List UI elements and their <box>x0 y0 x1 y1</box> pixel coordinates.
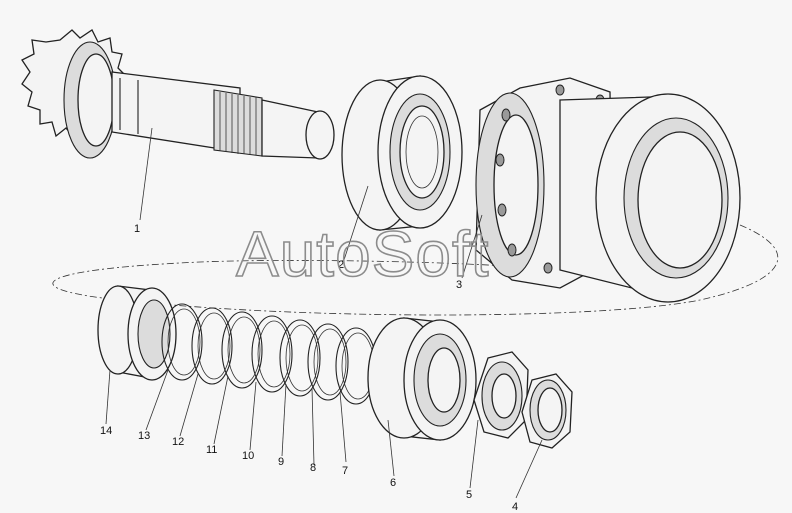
callout-14: 14 <box>100 425 112 437</box>
watermark-text: AutoSoft <box>236 218 490 290</box>
nut-bore <box>491 373 517 419</box>
callout-4: 4 <box>512 501 518 513</box>
gear-hub-inner <box>77 53 115 147</box>
leader-lines <box>105 127 543 499</box>
callout-7: 7 <box>342 465 348 477</box>
bearing-bore <box>405 115 439 189</box>
callout-6: 6 <box>390 477 396 489</box>
shaft-end-face <box>305 110 335 160</box>
callout-12: 12 <box>172 436 184 448</box>
callout-9: 9 <box>278 456 284 468</box>
roller-bearing-bore <box>427 347 461 413</box>
part-6-roller-bearing <box>367 317 477 441</box>
callout-8: 8 <box>310 462 316 474</box>
housing-end-bore <box>637 131 723 269</box>
housing-flange-bore <box>493 114 539 256</box>
callout-labels: 1 2 3 4 5 6 7 8 9 10 11 12 13 14 <box>100 223 518 513</box>
ring-10 <box>251 315 293 393</box>
ring-9 <box>279 319 321 397</box>
callout-2: 2 <box>338 259 344 271</box>
bearing-inner <box>399 105 445 199</box>
part-1-gear-shaft <box>21 29 335 160</box>
part-3-housing <box>475 77 741 303</box>
part-5-castle-nut <box>473 351 529 439</box>
callout-13: 13 <box>138 430 150 442</box>
part-4-lock-washer <box>521 373 573 449</box>
ring-11 <box>221 311 263 389</box>
part-2-bearing <box>341 75 463 231</box>
ring-13 <box>161 303 203 381</box>
ring-8 <box>307 323 349 401</box>
callout-3: 3 <box>456 279 462 291</box>
callout-5: 5 <box>466 489 472 501</box>
sleeve-bore <box>137 299 171 369</box>
ring-12 <box>191 307 233 385</box>
part-14-sleeve <box>97 285 177 381</box>
callout-10: 10 <box>242 450 254 462</box>
spline-grooves <box>219 92 257 155</box>
shim-rings <box>161 303 377 405</box>
callout-1: 1 <box>134 223 140 235</box>
washer-bore <box>537 387 563 433</box>
callout-11: 11 <box>206 444 217 456</box>
